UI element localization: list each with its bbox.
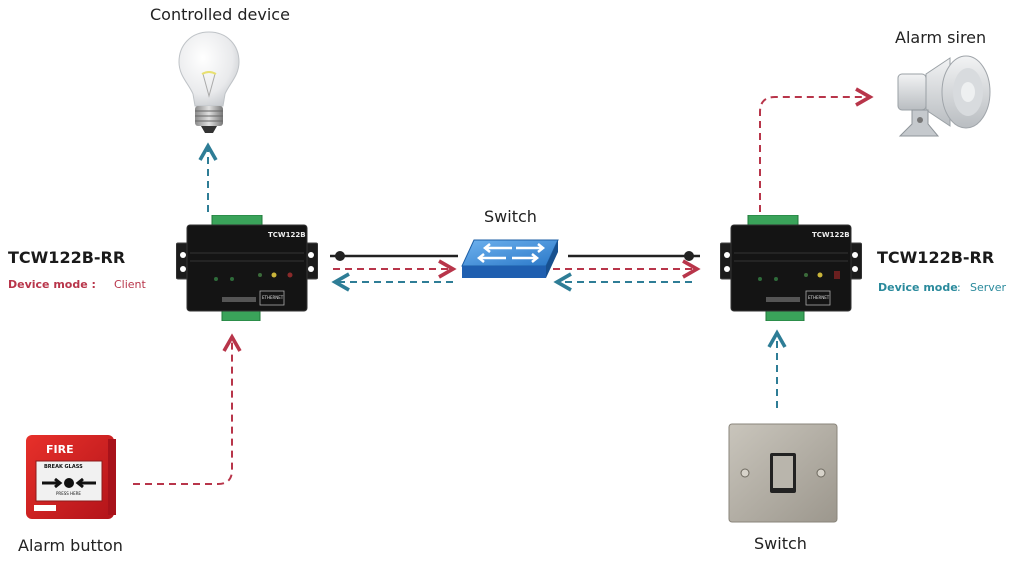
server-device-model: TCW122B-RR bbox=[877, 248, 995, 267]
ethernet-cable-left bbox=[330, 251, 458, 261]
client-device-model: TCW122B-RR bbox=[8, 248, 126, 267]
controlled-device-label: Controlled device bbox=[150, 5, 290, 24]
light-bulb-icon bbox=[178, 31, 240, 133]
server-device-mode-sep: : bbox=[957, 281, 961, 294]
press-here-label: PRESS HERE bbox=[56, 491, 81, 496]
tcw122b-device-icon bbox=[175, 214, 319, 322]
client-device-mode-value: Client bbox=[114, 278, 146, 291]
server-device-mode-value: Server bbox=[970, 281, 1007, 294]
fire-alarm-button-icon: FIRE BREAK GLASS PRESS HERE bbox=[24, 433, 118, 521]
client-device-mode-key: Device mode : bbox=[8, 278, 96, 291]
siren-icon bbox=[897, 55, 991, 137]
arrow-alarm-button-to-client bbox=[133, 333, 242, 485]
server-device-unit: TCW122B ETHERNET bbox=[719, 214, 863, 322]
network-switch-icon bbox=[461, 239, 559, 278]
client-panel-label: TCW122B bbox=[268, 231, 306, 239]
wall-switch-icon bbox=[728, 423, 838, 523]
alarm-siren-label: Alarm siren bbox=[895, 28, 987, 47]
client-ethernet-label: ETHERNET bbox=[262, 295, 284, 300]
server-panel-label: TCW122B bbox=[812, 231, 850, 239]
fire-label: FIRE bbox=[46, 443, 74, 456]
alarm-button-label: Alarm button bbox=[18, 536, 123, 555]
break-glass-label: BREAK GLASS bbox=[44, 464, 83, 470]
arrow-server-to-siren bbox=[759, 87, 874, 212]
server-ethernet-label: ETHERNET bbox=[808, 295, 830, 300]
wall-switch-label: Switch bbox=[754, 534, 807, 553]
client-device-unit: TCW122B ETHERNET bbox=[175, 214, 319, 322]
ethernet-cable-right bbox=[568, 251, 700, 261]
server-device-mode-key: Device mode bbox=[878, 281, 958, 294]
network-switch-label: Switch bbox=[484, 207, 537, 226]
tcw122b-device-icon bbox=[719, 214, 863, 322]
